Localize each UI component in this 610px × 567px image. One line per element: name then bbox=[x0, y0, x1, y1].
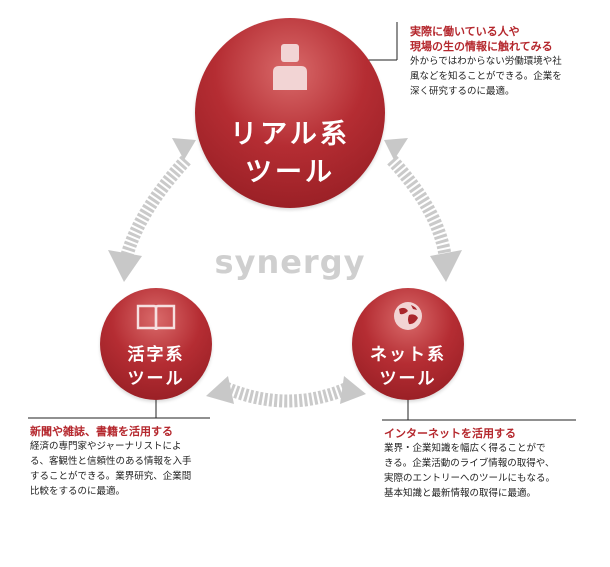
net-note-body-line3: 実際のエントリーへのツールにもなる。 bbox=[384, 473, 556, 484]
real-note-body-line2: 風などを知ることができる。企業を bbox=[410, 71, 562, 82]
net-note-body-line1: 業界・企業知識を幅広く得ることがで bbox=[384, 443, 546, 454]
net-tool-title-line1: ネット系 bbox=[370, 345, 446, 365]
real-note-title-line1: 実際に働いている人や bbox=[410, 25, 520, 38]
synergy-label: synergy bbox=[214, 243, 366, 281]
real-note-body-line1: 外からではわからない労働環境や社 bbox=[410, 56, 562, 67]
print-note-body-line4: 比較をするのに最適。 bbox=[30, 486, 126, 497]
real-tool-title-line2: ツール bbox=[245, 157, 335, 188]
print-tool-title-line2: ツール bbox=[127, 369, 185, 389]
net-tool-circle: ネット系 ツール bbox=[352, 288, 464, 400]
print-note-title: 新聞や雑誌、書籍を活用する bbox=[30, 425, 173, 438]
globe-icon bbox=[394, 302, 422, 330]
print-tool-circle: 活字系 ツール bbox=[100, 288, 212, 400]
real-tool-title-line1: リアル系 bbox=[230, 119, 350, 150]
real-tool-note: 実際に働いている人や 現場の生の情報に触れてみる 外からではわからない労働環境や… bbox=[410, 24, 610, 99]
print-tool-title-line1: 活字系 bbox=[127, 345, 185, 365]
net-tool-title-line2: ツール bbox=[379, 369, 437, 389]
net-note-body-line4: 基本知識と最新情報の取得に最適。 bbox=[384, 488, 537, 499]
arrow-real-katsuji bbox=[108, 138, 196, 282]
person-icon bbox=[273, 44, 307, 90]
net-note-title: インターネットを活用する bbox=[384, 427, 516, 440]
book-icon bbox=[136, 304, 176, 331]
print-tool-note: 新聞や雑誌、書籍を活用する 経済の専門家やジャーナリストによ る、客観性と信頼性… bbox=[30, 424, 200, 499]
net-tool-note: インターネットを活用する 業界・企業知識を幅広く得ることがで きる。企業活動のラ… bbox=[384, 426, 584, 501]
arrow-katsuji-net bbox=[206, 376, 366, 408]
real-tool-circle: リアル系 ツール bbox=[195, 18, 385, 208]
print-note-body-line2: る、客観性と信頼性のある情報を入手 bbox=[30, 456, 192, 467]
real-note-title-line2: 現場の生の情報に触れてみる bbox=[410, 40, 553, 53]
real-note-body-line3: 深く研究するのに最適。 bbox=[410, 86, 515, 97]
print-note-body-line3: することができる。業界研究、企業間 bbox=[30, 471, 192, 482]
print-note-body-line1: 経済の専門家やジャーナリストによ bbox=[30, 441, 182, 452]
net-note-body-line2: きる。企業活動のライブ情報の取得や、 bbox=[384, 458, 555, 469]
arrow-real-net bbox=[384, 138, 462, 282]
